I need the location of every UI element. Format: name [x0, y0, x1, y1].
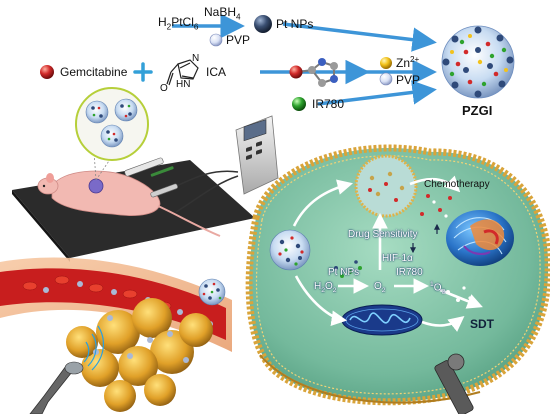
label-ica-hn: HN	[176, 79, 191, 90]
label-chemotherapy: Chemotherapy	[424, 179, 490, 190]
label-pzgi: PZGI	[462, 103, 493, 118]
cell-nucleus	[446, 210, 514, 266]
mitochondrion	[341, 304, 423, 336]
label-pt-nps: Pt NPs	[276, 17, 314, 31]
label-zn: Zn2+	[396, 55, 420, 70]
label-plus: +	[136, 90, 137, 91]
magnifier-handle	[434, 353, 474, 414]
label-gemcitabine: Gemcitabine	[60, 65, 128, 79]
gemcitabine-icon	[40, 65, 54, 79]
released-drug-particles	[334, 194, 472, 302]
label-ir780-cell: IR780	[396, 267, 423, 278]
pvp-icon-right	[379, 72, 393, 86]
label-ica-n: N	[192, 53, 200, 64]
zinc-ion-icon	[380, 57, 392, 69]
ica-structure-icon	[166, 59, 199, 86]
ir780-icon	[292, 97, 306, 111]
label-pt-nps-cell: Pt NPs	[328, 267, 360, 278]
label-drug-sensitivity: Drug Sensitivity	[348, 229, 418, 240]
pzgi-to-cell-icon	[198, 278, 226, 306]
label-h2ptcl6: H2PtCl6	[158, 15, 199, 32]
vessel-and-tumor	[0, 257, 232, 414]
label-o2: O2	[374, 281, 386, 294]
conjugate-molecule-icon	[289, 58, 338, 87]
label-hif: HIF-1α	[382, 253, 413, 264]
label-h2o2: H2O2	[314, 281, 337, 294]
pt-nanoparticle-icon	[254, 15, 272, 33]
plus-icon	[133, 62, 153, 82]
label-pvp-top: PVP	[226, 33, 251, 47]
tumor-site	[88, 178, 104, 194]
mouse-scene	[12, 123, 255, 262]
chemotherapy-vesicle	[354, 154, 418, 218]
label-nabh4: NaBH4	[204, 5, 241, 22]
label-ir780: IR780	[312, 97, 345, 111]
label-sdt: SDT	[470, 317, 494, 331]
pzgi-nanoparticle-icon	[441, 25, 515, 99]
label-pvp-right: PVP	[396, 73, 421, 87]
pvp-icon	[209, 33, 223, 47]
label-ica-o: O	[160, 83, 168, 94]
ultrasound-device	[124, 115, 279, 213]
synthesis-arrows	[172, 13, 437, 106]
zoom-inset-nanoparticles	[75, 87, 149, 161]
label-ica: ICA	[206, 65, 227, 79]
mouse-body	[51, 170, 161, 216]
pzgi-in-cell-icon	[269, 229, 311, 271]
label-singlet-o2: 1O2	[430, 281, 446, 296]
regulation-arrows	[410, 223, 440, 254]
